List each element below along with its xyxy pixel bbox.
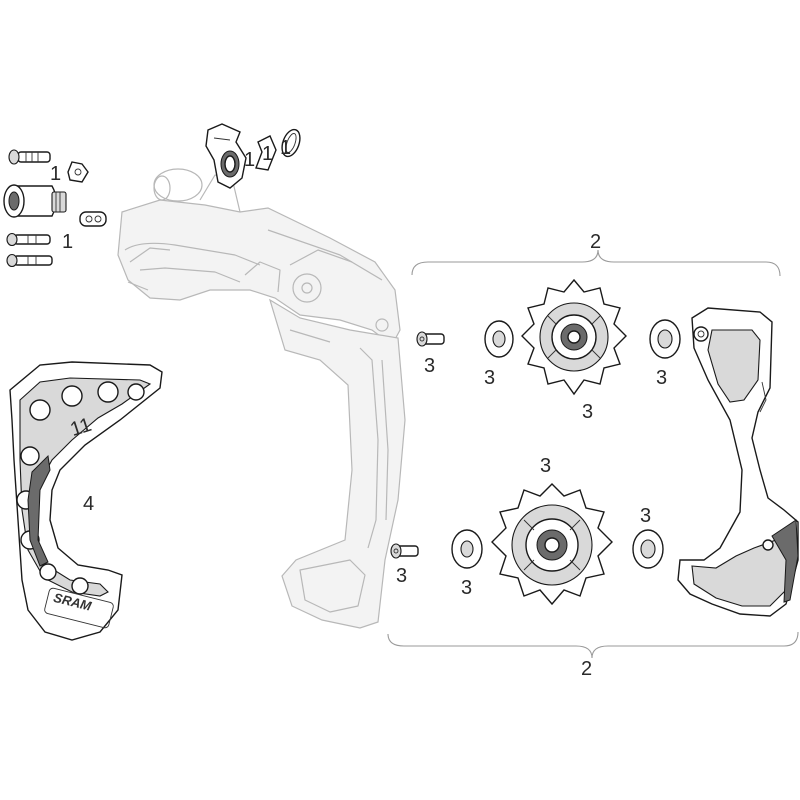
part-1-lock-clip	[67, 161, 89, 183]
callout-3-washer-top-right: 3	[656, 367, 667, 389]
callout-1-hanger: 1	[244, 149, 255, 171]
callout-3-washer-top-left: 3	[484, 367, 495, 389]
part-1-long-bolts	[6, 232, 53, 268]
callout-3-washer-bottom-right: 3	[640, 505, 651, 527]
callout-1-link: 1	[262, 143, 273, 165]
callout-3-washer-bottom-left: 3	[461, 577, 472, 599]
callout-3-pulley-bottom: 3	[540, 455, 551, 477]
part-1-hanger-plate	[205, 123, 247, 189]
part-1-link-clip	[255, 135, 277, 171]
part-3-washer-bottom-right	[632, 529, 664, 569]
part-3-washer-top-right	[649, 319, 681, 359]
derailleur-body-ghost	[117, 168, 406, 629]
callout-2-top: 2	[590, 231, 601, 253]
callout-2-bottom: 2	[581, 658, 592, 680]
part-3-washer-bottom-left	[451, 529, 483, 569]
part-4-chain-guard	[9, 361, 163, 641]
callout-3-bolt-bottom: 3	[396, 565, 407, 587]
part-3-pulley-bottom	[491, 483, 613, 606]
callout-3-pulley-top: 3	[582, 401, 593, 423]
part-1-bushing-sleeve	[3, 184, 67, 218]
part-3-pulley-bolt-bottom	[390, 543, 419, 559]
callout-1-clip: 1	[50, 163, 61, 185]
callout-1-ring: 1	[280, 137, 291, 159]
part-1-o-ring	[281, 128, 301, 158]
part-2-top-bracket	[411, 249, 781, 277]
callout-3-bolt-top: 3	[424, 355, 435, 377]
callout-1-bolts: 1	[62, 231, 73, 253]
part-3-washer-top-left	[484, 320, 514, 358]
part-1-small-bolt	[8, 149, 51, 165]
part-2-outer-cage-plate	[677, 307, 799, 617]
part-2-bottom-bracket	[387, 631, 799, 659]
part-3-pulley-bolt-top	[416, 331, 445, 347]
part-3-pulley-top	[521, 278, 627, 396]
part-1-washer	[79, 211, 107, 227]
callout-4-guard: 4	[83, 493, 94, 515]
